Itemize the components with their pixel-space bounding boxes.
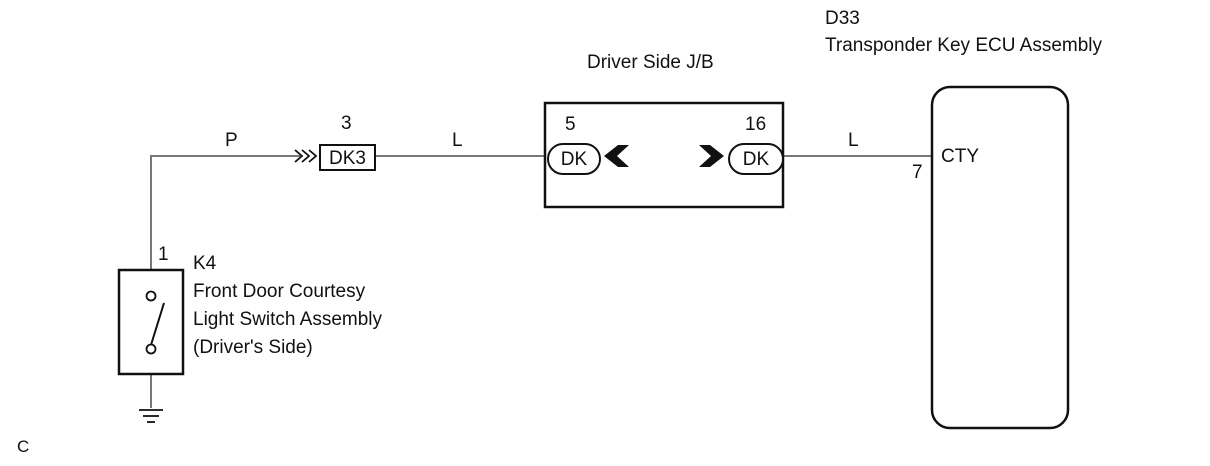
- ground-icon: [139, 409, 163, 423]
- jb-right-connector-label: DK: [743, 149, 770, 170]
- ecu-name: Transponder Key ECU Assembly: [825, 35, 1103, 56]
- jb-left-connector-label: DK: [561, 149, 588, 170]
- ecu-terminal-name: CTY: [941, 146, 979, 167]
- switch-blade: [150, 302, 165, 346]
- dk3-connector-label: DK3: [329, 148, 366, 169]
- switch-name-line1: Front Door Courtesy: [193, 281, 366, 302]
- ecu-terminal-number: 7: [912, 162, 923, 183]
- switch-name-line3: (Driver's Side): [193, 337, 313, 358]
- dk3-connector-box: [319, 144, 376, 171]
- dk3-pin: 3: [341, 113, 352, 134]
- wire-color-l-right: L: [848, 130, 859, 151]
- dk3-connector-chevrons: [294, 149, 318, 163]
- junction-block-name: Driver Side J/B: [587, 52, 714, 73]
- jb-right-connector-shape: [728, 143, 784, 175]
- switch-body: [117, 268, 185, 376]
- switch-code: K4: [193, 253, 217, 274]
- wire-color-p: P: [225, 130, 238, 151]
- switch-contact-bottom: [145, 343, 157, 355]
- footer-code: C: [17, 437, 30, 456]
- ecu-code: D33: [825, 8, 860, 29]
- ecu-body: [930, 85, 1070, 430]
- jb-right-chevron-icon: [699, 145, 724, 167]
- switch-name-line2: Light Switch Assembly: [193, 309, 383, 330]
- jb-left-pin: 5: [565, 114, 576, 135]
- wire-color-l-left: L: [452, 130, 463, 151]
- wire-switch-to-dk3: [150, 155, 300, 270]
- switch-pin: 1: [158, 244, 169, 265]
- jb-left-chevron-icon: [604, 145, 629, 167]
- jb-left-connector-shape: [547, 143, 601, 175]
- jb-right-pin: 16: [745, 114, 767, 135]
- switch-contact-top: [145, 290, 157, 302]
